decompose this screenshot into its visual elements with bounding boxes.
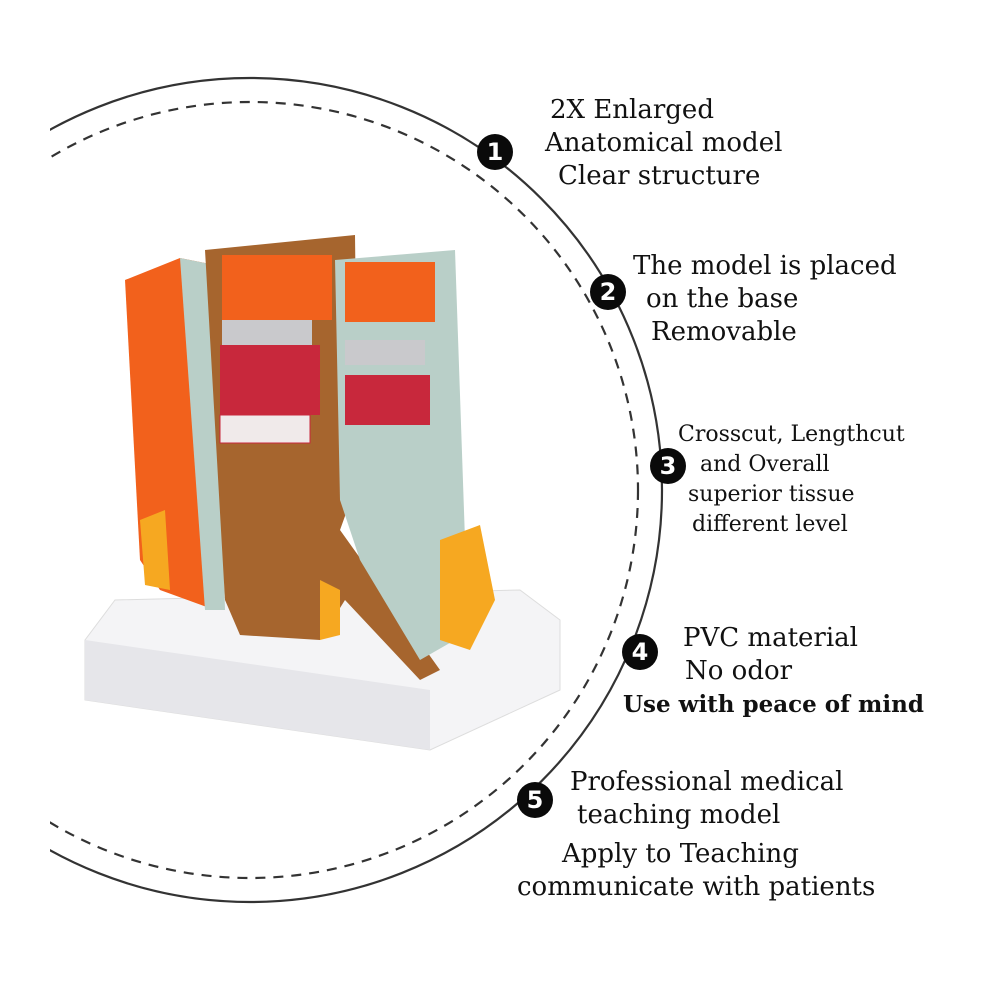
membrane-layer [222, 320, 312, 345]
skin-model-image [84, 235, 561, 751]
number-badge-2: 2 [590, 274, 626, 310]
feature-4: PVC material No odor Use with peace of m… [623, 623, 924, 718]
decorative-circles [50, 77, 663, 903]
muscle-layer-2 [345, 375, 430, 425]
muscle-layer [220, 345, 320, 415]
outer-circle [50, 77, 663, 903]
inner-dashed-circle [50, 101, 639, 879]
fat-cells-2 [440, 525, 495, 650]
number-badge-3: 3 [650, 448, 686, 484]
base-side [85, 640, 430, 750]
feature-2: The model is placed on the base Removabl… [633, 251, 897, 347]
number-badge-5: 5 [517, 782, 553, 818]
feature-3: Crosscut, Lengthcut and Overall superior… [678, 422, 905, 537]
upper-layer-2 [345, 262, 435, 322]
feature-1: 2X Enlarged Anatomical model Clear struc… [545, 95, 783, 191]
number-badge-4: 4 [622, 634, 658, 670]
fat-cells-3 [320, 580, 340, 640]
upper-layer [222, 255, 332, 320]
fat-cells [140, 510, 170, 590]
connective-layer [219, 414, 311, 444]
feature-5: Professional medical teaching model Appl… [517, 767, 876, 902]
number-badge-1: 1 [477, 134, 513, 170]
membrane-layer-2 [345, 340, 425, 365]
